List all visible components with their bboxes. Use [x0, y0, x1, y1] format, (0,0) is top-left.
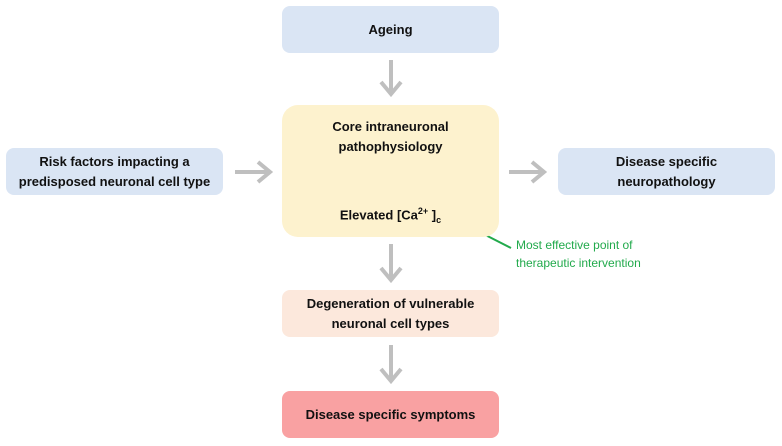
- core-pathophysiology-box: Core intraneuronal pathophysiology: [282, 105, 499, 237]
- degeneration-box: Degeneration of vulnerable neuronal cell…: [282, 290, 499, 337]
- arrow-ageing-to-core: [379, 60, 403, 98]
- symptoms-label: Disease specific symptoms: [305, 406, 476, 422]
- intervention-line-2: therapeutic intervention: [516, 256, 641, 270]
- neuropathology-line-2: neuropathology: [617, 173, 716, 189]
- elevated-bracket: ]: [428, 207, 437, 223]
- degeneration-line-2: neuronal cell types: [331, 315, 450, 331]
- disease-symptoms-box: Disease specific symptoms: [282, 391, 499, 438]
- ageing-label: Ageing: [368, 21, 413, 37]
- core-line-2: pathophysiology: [338, 139, 443, 154]
- arrow-risk-to-core: [235, 160, 274, 184]
- core-line-1: Core intraneuronal: [332, 119, 449, 134]
- elevated-superscript: 2+: [417, 206, 429, 216]
- disease-neuropathology-box: Disease specific neuropathology: [558, 148, 775, 195]
- risk-factors-box: Risk factors impacting a predisposed neu…: [6, 148, 223, 195]
- ageing-box: Ageing: [282, 6, 499, 53]
- risk-factors-line-2: predisposed neuronal cell type: [18, 173, 211, 189]
- risk-factors-line-1: Risk factors impacting a: [39, 153, 190, 169]
- arrow-degeneration-to-symptoms: [379, 345, 403, 385]
- intervention-line-1: Most effective point of: [516, 238, 633, 252]
- elevated-calcium-label: Elevated [Ca2+ ]c: [282, 206, 499, 225]
- intervention-annotation: Most effective point of therapeutic inte…: [516, 236, 716, 272]
- arrow-core-to-neuropathology: [509, 160, 548, 184]
- elevated-subscript: c: [436, 214, 442, 225]
- elevated-prefix: Elevated [Ca: [339, 207, 418, 223]
- arrow-core-to-degeneration: [379, 244, 403, 284]
- degeneration-line-1: Degeneration of vulnerable: [306, 295, 475, 311]
- neuropathology-line-1: Disease specific: [615, 153, 718, 169]
